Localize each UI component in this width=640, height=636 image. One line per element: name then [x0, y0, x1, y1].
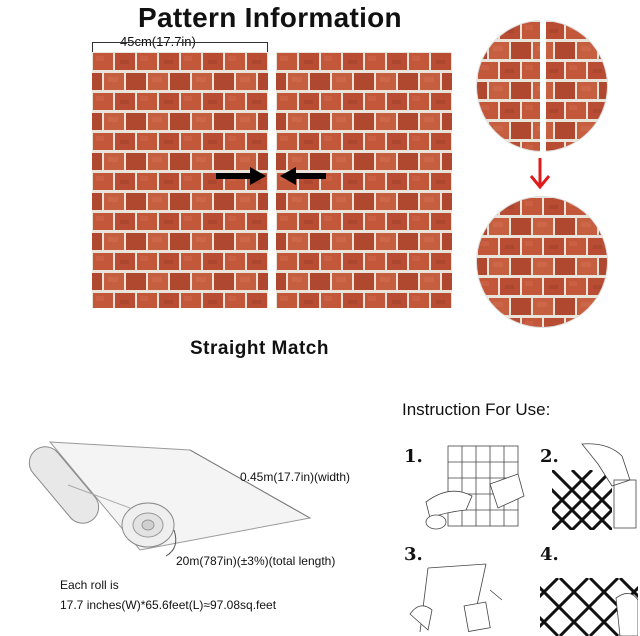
step-number-2: 2. [540, 446, 559, 467]
step-3-hang-icon [409, 563, 503, 633]
step-number-1: 1. [404, 446, 423, 467]
roll-note-line-1: Each roll is [60, 578, 119, 592]
brick-panel-right [276, 52, 452, 308]
wallpaper-roll-icon [28, 441, 312, 557]
seam-gap [540, 18, 546, 154]
instruction-title: Instruction For Use: [402, 400, 551, 419]
brick-panel-left [92, 52, 268, 308]
pattern-width-label: 45cm(17.7in) [120, 34, 196, 49]
roll-width-label: 0.45m(17.7in)(width) [240, 470, 351, 484]
roll-length-label: 20m(787in)(±3%)(total length) [176, 554, 336, 568]
step-2-apply-icon [552, 443, 637, 530]
step-number-4: 4. [540, 544, 559, 565]
match-type-label: Straight Match [190, 338, 329, 359]
seam-arrows-icon [216, 167, 326, 185]
step-number-3: 3. [404, 544, 423, 565]
page-title: Pattern Information [138, 2, 402, 33]
roll-note-line-2: 17.7 inches(W)*65.6feet(L)≈97.08sq.feet [60, 598, 277, 612]
seam-detail-after [476, 196, 608, 328]
step-1-peel-icon [425, 445, 525, 530]
step-4-finish-icon [540, 578, 638, 636]
width-dimension-bracket [92, 42, 268, 52]
down-arrow-icon [529, 158, 551, 190]
